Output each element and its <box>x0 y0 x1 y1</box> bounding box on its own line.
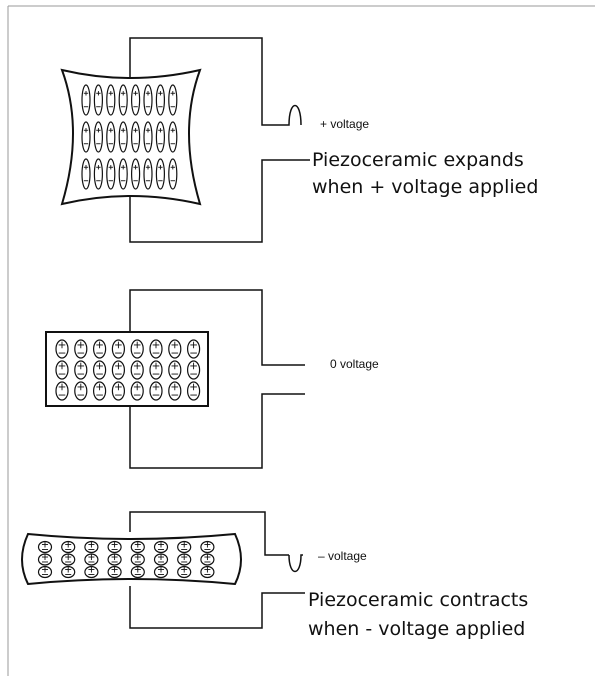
contracted-dipole <box>200 540 215 554</box>
contracted-dipole <box>200 565 215 579</box>
neutral-dipole <box>111 381 126 401</box>
contracted-dipole <box>61 540 76 554</box>
contracted-dipole <box>107 540 122 554</box>
minus-voltage-pulse <box>288 554 303 573</box>
expanded-dipole <box>143 84 153 116</box>
neutral-dipole <box>168 381 182 401</box>
contracted-dipole <box>37 553 53 566</box>
expanded-dipole <box>81 84 91 116</box>
expand-caption-line1: Piezoceramic expands <box>312 149 524 171</box>
neutral-dipole <box>130 360 144 380</box>
neutral-dipole <box>92 360 107 380</box>
neutral-dipole <box>149 360 163 380</box>
neutral-dipole <box>130 339 144 359</box>
expanded-panel: + voltage Piezoceramic expands when + vo… <box>60 37 538 243</box>
contracted-dipole <box>37 540 53 554</box>
expanded-dipole <box>118 84 128 116</box>
neutral-dipole <box>74 339 88 359</box>
neutral-dipole <box>149 381 163 401</box>
expanded-dipole <box>106 158 116 190</box>
neutral-dipole <box>55 381 69 401</box>
expanded-dipole <box>131 158 141 190</box>
contracted-panel: – voltage Piezoceramic contracts when - … <box>21 511 528 640</box>
neutral-dipole <box>168 339 182 359</box>
zero-voltage-label: 0 voltage <box>330 357 379 371</box>
neutral-panel: 0 voltage <box>45 289 379 469</box>
expanded-circuit-bottom <box>129 159 310 243</box>
contracted-dipole <box>177 540 192 554</box>
expanded-dipole <box>81 158 91 190</box>
neutral-dipole <box>130 381 144 401</box>
neutral-dipole <box>187 360 201 380</box>
expanded-dipole <box>155 158 165 190</box>
expanded-dipole <box>168 121 178 153</box>
plus-voltage-label: + voltage <box>320 117 369 131</box>
expanded-dipole <box>93 121 104 153</box>
expand-caption-line2: when + voltage applied <box>312 176 538 198</box>
expanded-dipole-grid <box>81 84 178 190</box>
expanded-dipole <box>143 158 153 190</box>
neutral-dipole <box>92 339 107 359</box>
expanded-dipole <box>131 84 141 116</box>
expanded-dipole <box>155 121 165 153</box>
expanded-dipole <box>143 121 153 153</box>
contracted-dipole <box>130 553 145 566</box>
neutral-dipole <box>187 381 201 401</box>
expanded-dipole <box>93 84 104 116</box>
neutral-dipole <box>168 360 182 380</box>
neutral-dipole <box>74 360 88 380</box>
contracted-dipole <box>37 565 53 579</box>
neutral-dipole <box>111 339 126 359</box>
expanded-dipole <box>106 121 116 153</box>
contracted-dipole <box>107 553 122 566</box>
contracted-dipole <box>200 553 215 566</box>
contracted-dipole <box>84 553 99 566</box>
contracted-dipole <box>84 565 99 579</box>
expanded-dipole <box>168 158 178 190</box>
contracted-dipole-grid <box>37 540 215 579</box>
neutral-dipole <box>55 339 69 359</box>
neutral-dipole <box>187 339 201 359</box>
expanded-dipole <box>93 158 104 190</box>
contracted-dipole <box>130 565 145 579</box>
expanded-dipole <box>131 121 141 153</box>
neutral-circuit-bottom <box>129 393 305 469</box>
neutral-dipole <box>149 339 163 359</box>
neutral-dipole <box>55 360 69 380</box>
neutral-dipole-grid <box>55 339 201 401</box>
contracted-dipole <box>153 565 169 579</box>
contracted-dipole <box>153 553 169 566</box>
minus-voltage-label: – voltage <box>318 549 367 563</box>
neutral-dipole <box>111 360 126 380</box>
plus-voltage-pulse <box>287 104 302 126</box>
contracted-dipole <box>84 540 99 554</box>
contracted-dipole <box>153 540 169 554</box>
contract-caption-line1: Piezoceramic contracts <box>308 589 528 611</box>
expanded-dipole <box>106 84 116 116</box>
expanded-dipole <box>81 121 91 153</box>
neutral-dipole <box>74 381 88 401</box>
neutral-dipole <box>92 381 107 401</box>
contracted-dipole <box>130 540 145 554</box>
neutral-ceramic-body <box>45 331 209 407</box>
contract-caption-line2: when - voltage applied <box>308 618 525 640</box>
expanded-dipole <box>168 84 178 116</box>
expanded-dipole <box>118 158 128 190</box>
contracted-dipole <box>177 553 192 566</box>
contracted-dipole <box>107 565 122 579</box>
contracted-circuit-bottom <box>129 586 305 629</box>
contracted-dipole <box>61 565 76 579</box>
contracted-dipole <box>61 553 76 566</box>
expanded-circuit-top <box>129 37 287 126</box>
neutral-circuit-top <box>129 289 305 366</box>
expanded-dipole <box>118 121 128 153</box>
contracted-dipole <box>177 565 192 579</box>
expanded-dipole <box>155 84 165 116</box>
contracted-circuit-top <box>129 511 289 556</box>
